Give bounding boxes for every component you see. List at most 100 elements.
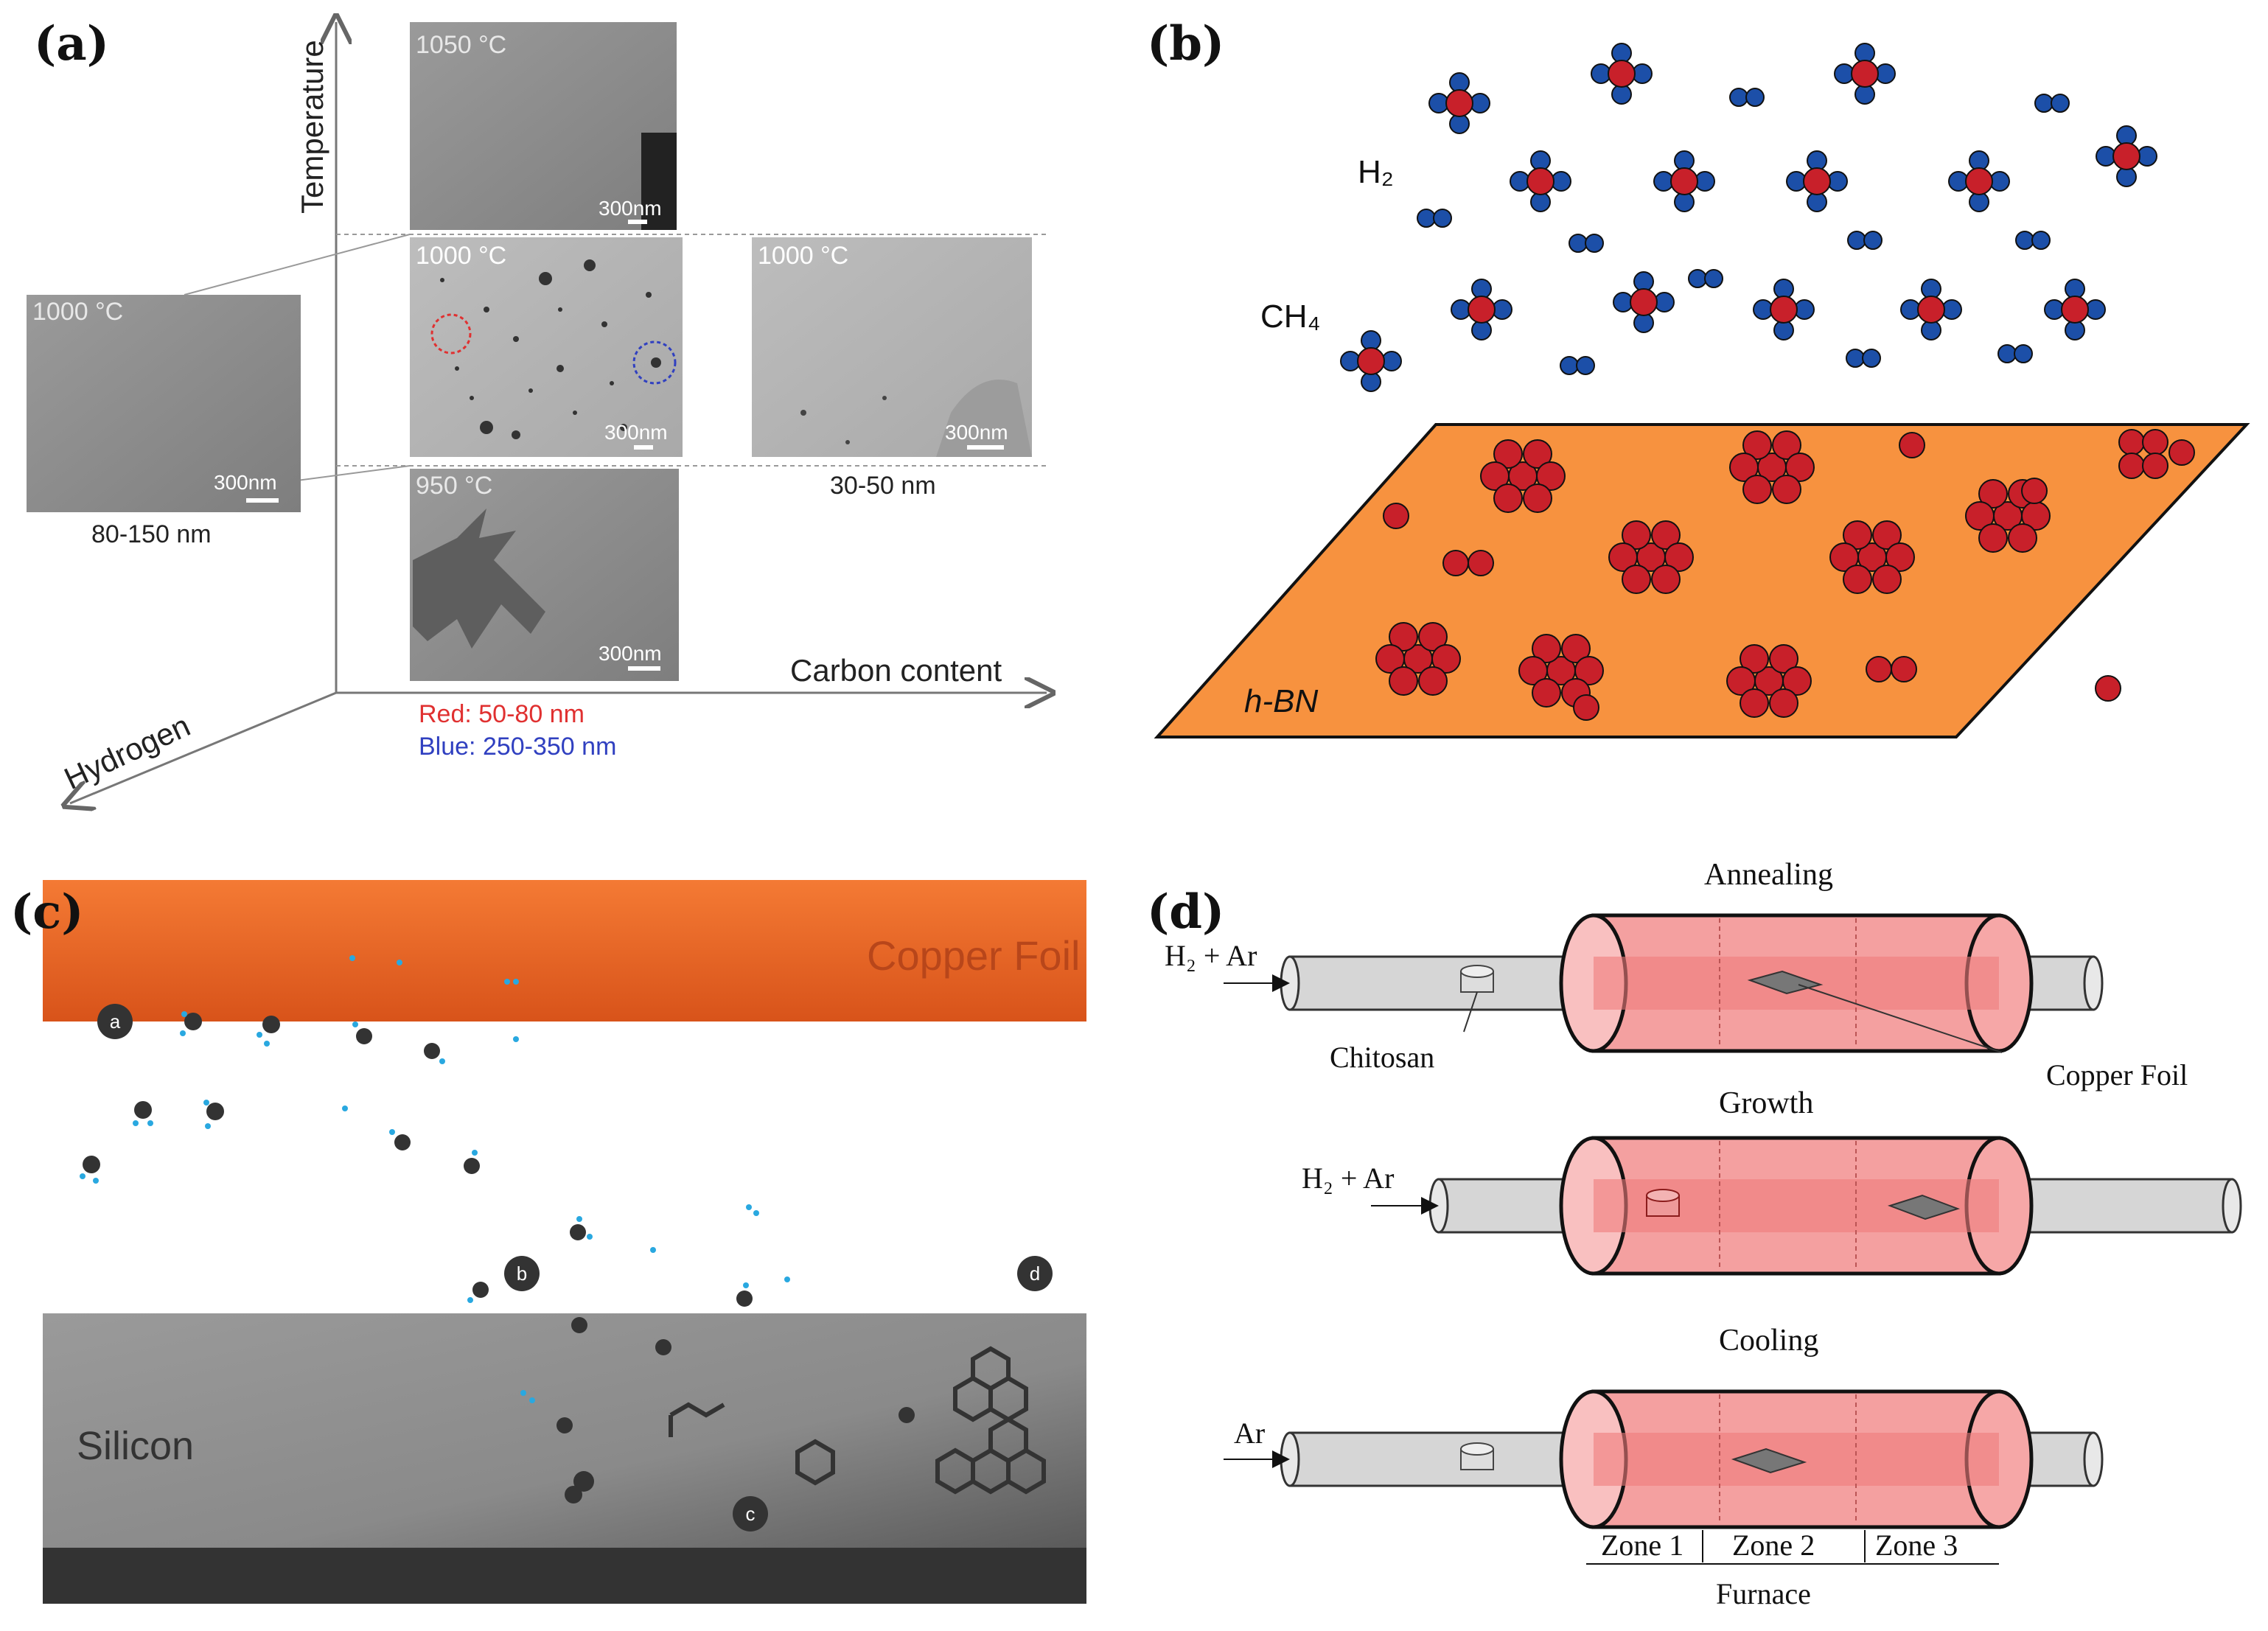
- panel-a-label: (a): [34, 16, 110, 71]
- methane-molecule: [1428, 72, 1490, 134]
- svg-text:b: b: [517, 1262, 527, 1285]
- carbon-cluster: [1518, 634, 1604, 708]
- svg-text:c: c: [746, 1503, 756, 1525]
- methane-molecule: [1340, 330, 1402, 392]
- chitosan-label: Chitosan: [1330, 1041, 1434, 1074]
- temp-label-top: 1050 °C: [416, 31, 506, 59]
- right-size-label: 30-50 nm: [830, 472, 936, 500]
- hydrogen-molecule: [1560, 356, 1595, 375]
- graphene-rings: [669, 1346, 1046, 1495]
- sem-image-top: [410, 22, 677, 230]
- methane-molecule: [1948, 150, 2010, 212]
- panel-c-label: (c): [10, 884, 84, 940]
- svg-text:a: a: [110, 1010, 121, 1033]
- panel-d-label: (d): [1147, 884, 1225, 940]
- copper-foil-label: Copper Foil: [867, 932, 1080, 979]
- carbon-cluster: [1480, 439, 1566, 513]
- scale-middle: 300nm: [604, 421, 668, 444]
- methane-molecule: [1510, 150, 1571, 212]
- carbon-atom: [1573, 694, 1599, 721]
- carbon-dimer: [1866, 656, 1917, 682]
- furnace-label: Furnace: [1716, 1577, 1811, 1610]
- stage-growth-label: Growth: [1719, 1086, 1813, 1120]
- scale-left: 300nm: [214, 471, 277, 494]
- chitosan-crucible-annealing: [1460, 965, 1494, 993]
- step-c-marker: c: [733, 1496, 768, 1532]
- left-size-label: 80-150 nm: [91, 520, 212, 548]
- ch4-label: CH₄: [1260, 298, 1321, 335]
- chitosan-crucible-growth: [1646, 1189, 1680, 1217]
- h-bn-substrate: [1154, 423, 2250, 738]
- methane-molecule: [1451, 279, 1512, 340]
- growth-stage: [1371, 1136, 2242, 1276]
- methane-molecule: [1753, 279, 1815, 340]
- precursor-fragments: [80, 955, 915, 1503]
- hydrogen-molecule: [1417, 209, 1452, 228]
- carbon-trimer: [2118, 429, 2168, 479]
- scale-top: 300nm: [599, 197, 662, 220]
- hydrogen-molecule: [2034, 94, 2070, 113]
- carbon-atom: [1899, 432, 1925, 458]
- carbon-axis-label: Carbon content: [790, 653, 1002, 688]
- carbon-atom: [1383, 503, 1409, 529]
- hydrogen-molecule: [1729, 88, 1765, 107]
- panel-d-diagram: Annealing H₂ + Ar Chitosan Copper Foil G…: [1165, 858, 2242, 1610]
- carbon-cluster: [1729, 430, 1815, 504]
- temperature-axis-label: Temperature: [295, 40, 329, 214]
- hydrogen-axis-label: Hydrogen: [59, 708, 195, 797]
- chitosan-crucible-cooling: [1460, 1442, 1494, 1470]
- copper-foil-label: Copper Foil: [2046, 1058, 2188, 1092]
- panel-a-diagram: 1050 °C 1000 °C 950 °C 1000 °C 1000 °C 3…: [27, 0, 1106, 818]
- blue-circle-marker: [632, 340, 677, 385]
- step-b-marker: b: [504, 1256, 540, 1291]
- panel-b-label: (b): [1147, 16, 1225, 71]
- annealing-stage: [1224, 913, 2104, 1053]
- panel-d: (d) Annealing H₂ + Ar Chitosan Cop: [1135, 818, 2268, 1627]
- temp-label-left: 1000 °C: [32, 298, 123, 326]
- methane-molecule: [1900, 279, 1962, 340]
- scale-right: 300nm: [945, 421, 1008, 444]
- hydrogen-molecule: [1569, 234, 1604, 253]
- particles-middle: [440, 259, 661, 439]
- hydrogen-molecule: [1688, 269, 1723, 288]
- methane-molecule: [2044, 279, 2106, 340]
- methane-molecule: [2096, 125, 2157, 187]
- step-a-marker: a: [97, 1004, 133, 1039]
- hydrogen-molecule: [1846, 349, 1881, 368]
- sem-image-left: [27, 295, 301, 512]
- gas-growth-label: H₂ + Ar: [1302, 1162, 1394, 1195]
- zone-3-label: Zone 3: [1875, 1529, 1958, 1562]
- hydrogen-molecule: [2015, 231, 2051, 250]
- carbon-cluster: [1375, 622, 1461, 696]
- panel-c: Copper Foil Silicon a b c d: [0, 848, 1106, 1627]
- methane-molecule: [1591, 43, 1653, 105]
- blue-size-label: Blue: 250-350 nm: [419, 733, 616, 761]
- temp-label-bottom: 950 °C: [416, 472, 492, 500]
- panel-b: (b) H₂ CH₄ h-BN: [1135, 0, 2268, 818]
- step-d-marker: d: [1017, 1256, 1053, 1291]
- h-bn-label: h-BN: [1244, 683, 1318, 719]
- methane-molecule: [1653, 150, 1715, 212]
- gas-annealing-label: H₂ + Ar: [1165, 939, 1257, 972]
- copper-foil-layer: [43, 880, 1086, 1021]
- methane-molecule: [1834, 43, 1896, 105]
- copper-foil-sample-annealing: [1747, 970, 1824, 995]
- zone-2-label: Zone 2: [1732, 1529, 1815, 1562]
- copper-foil-sample-cooling: [1731, 1447, 1807, 1474]
- temp-label-middle: 1000 °C: [416, 242, 506, 270]
- zone-1-label: Zone 1: [1601, 1529, 1683, 1562]
- silicon-label: Silicon: [77, 1424, 194, 1468]
- panel-a: (a): [0, 0, 1106, 818]
- stage-cooling-label: Cooling: [1719, 1324, 1818, 1358]
- carbon-dimer: [1442, 550, 1494, 576]
- hydrogen-molecule: [1997, 344, 2033, 363]
- methane-molecule: [1786, 150, 1848, 212]
- carbon-cluster: [1726, 644, 1812, 718]
- hydrogen-molecule: [1847, 231, 1883, 250]
- copper-foil-sample-growth: [1887, 1194, 1961, 1220]
- gas-cooling-label: Ar: [1234, 1417, 1265, 1450]
- carbon-cluster: [1608, 520, 1694, 594]
- red-size-label: Red: 50-80 nm: [419, 700, 585, 728]
- svg-text:d: d: [1030, 1262, 1040, 1285]
- carbon-atom: [2095, 675, 2121, 702]
